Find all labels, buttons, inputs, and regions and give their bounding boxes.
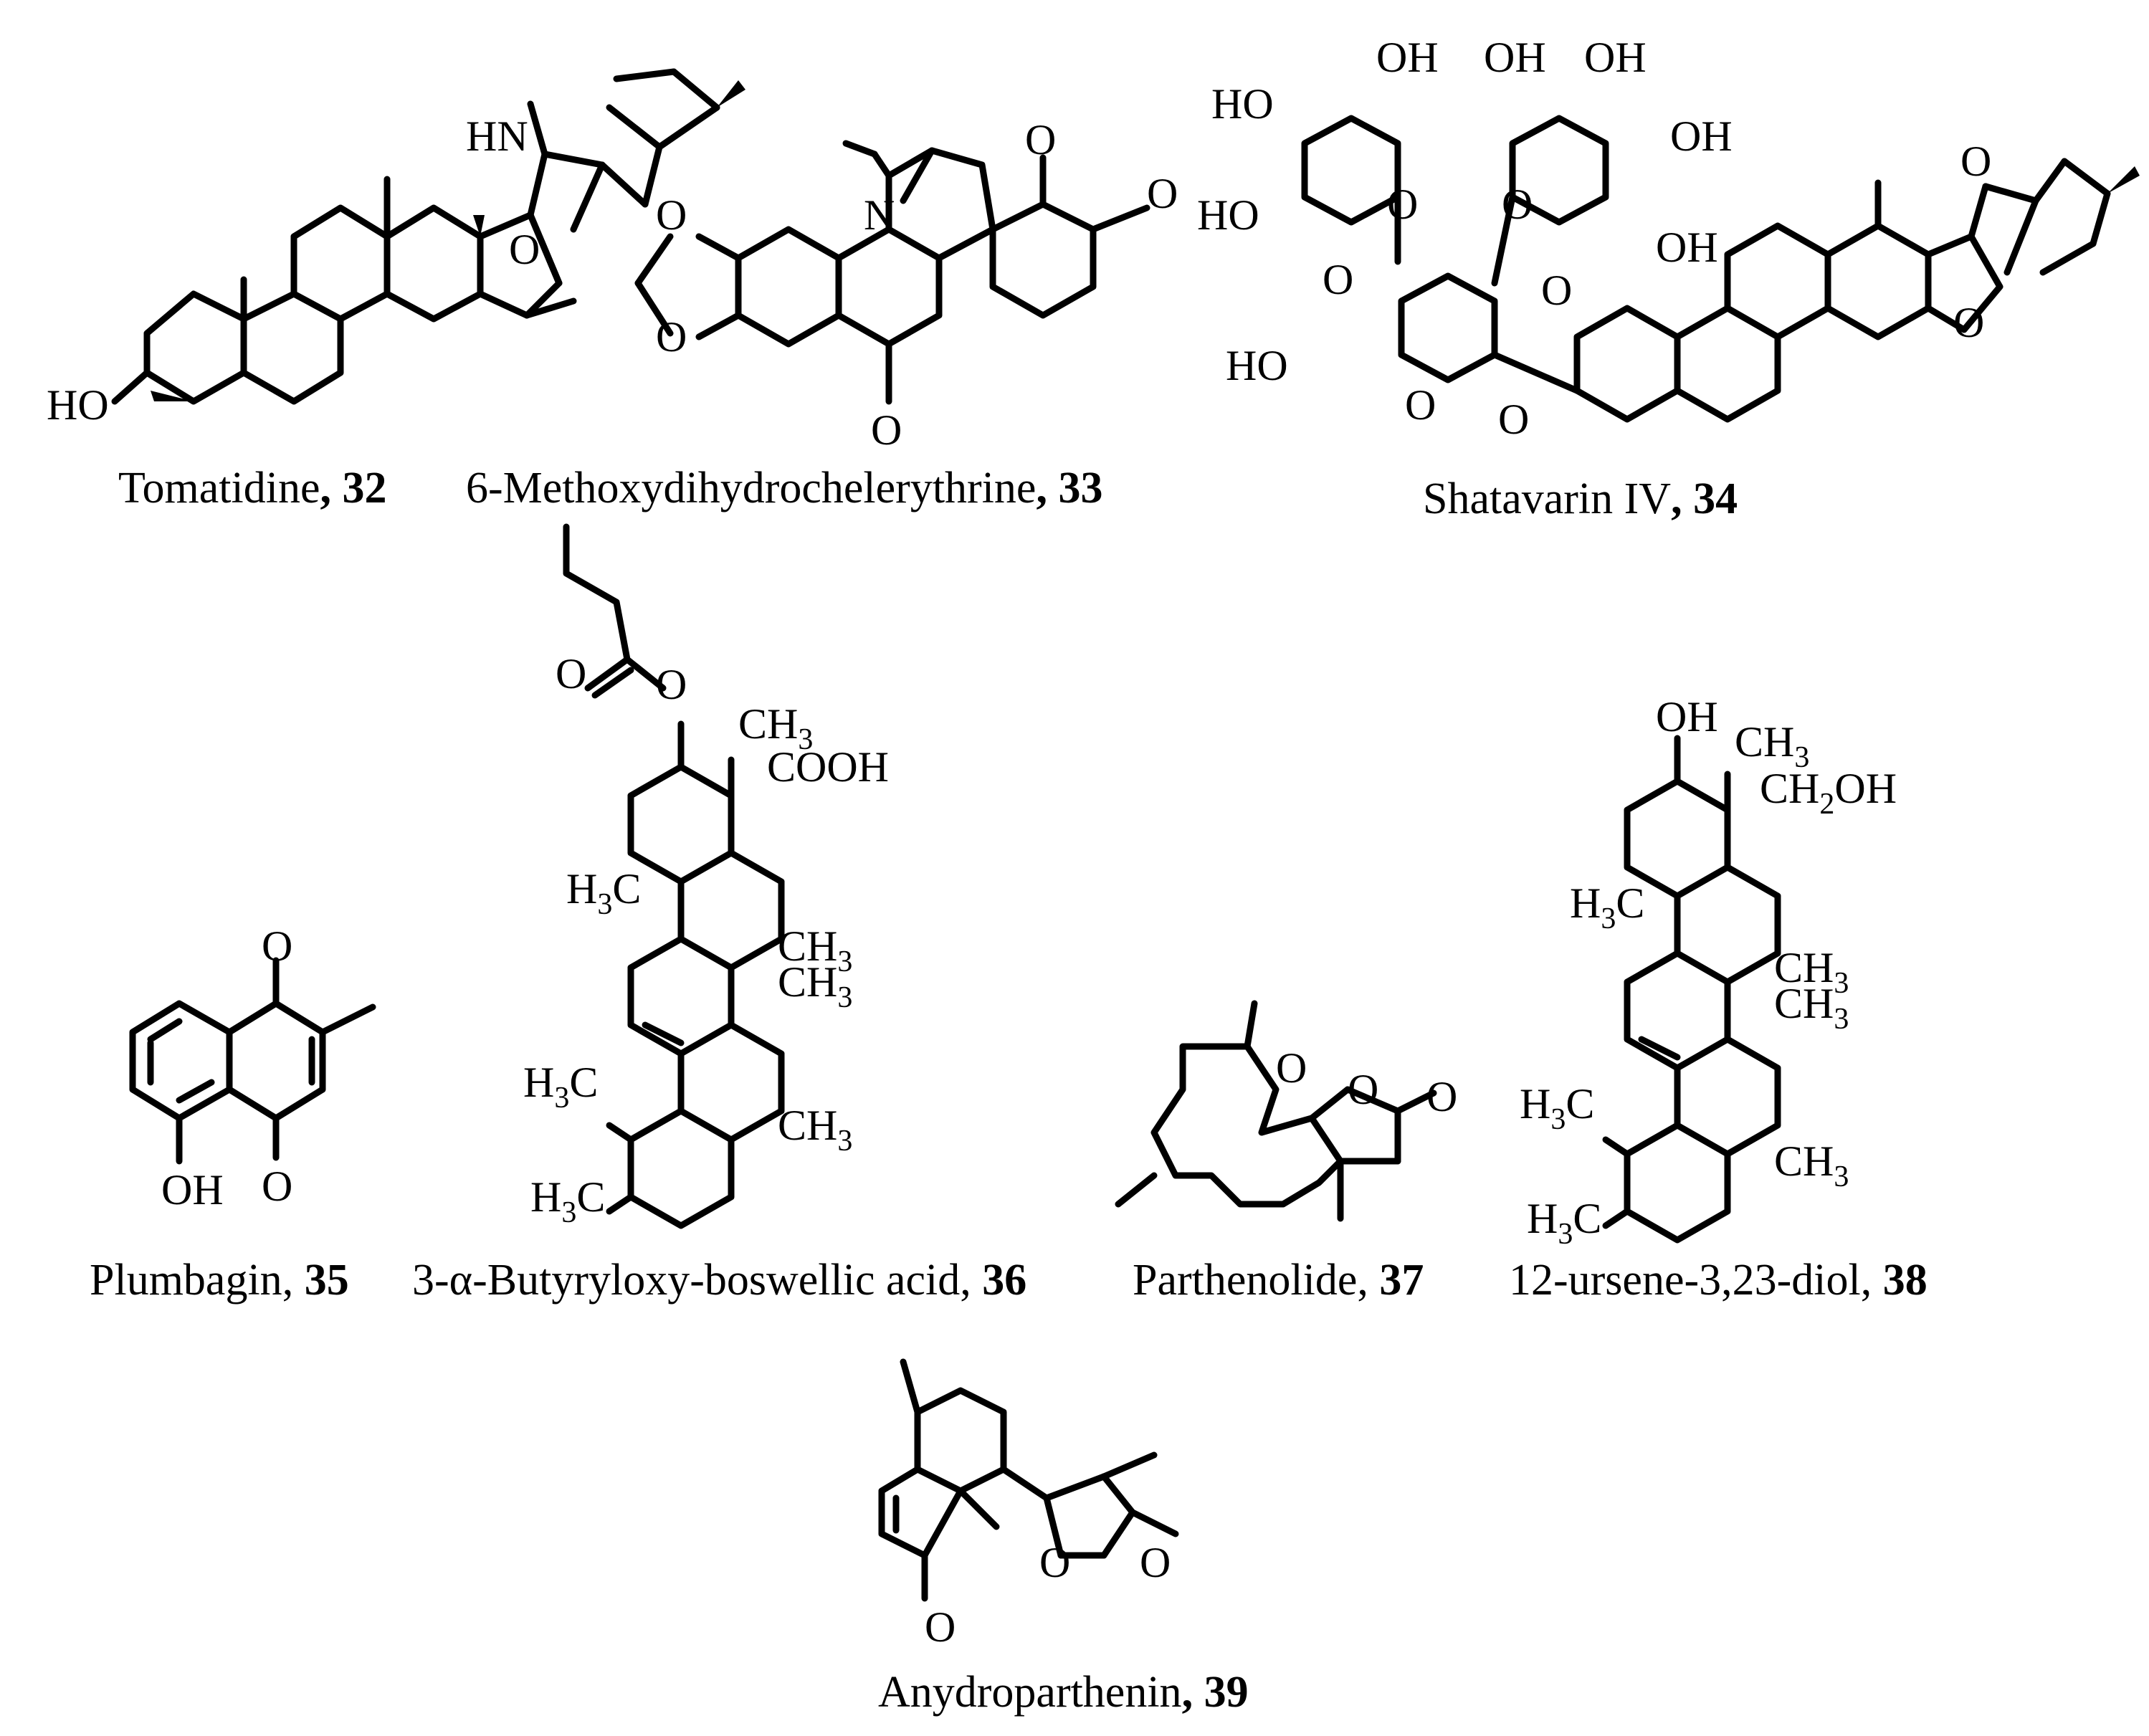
atom-34-o-r1: O [1387, 181, 1418, 228]
atom-32-hn: HN [466, 113, 528, 160]
atom-36-ch3-top: CH3 [738, 700, 813, 756]
atom-32-o: O [509, 226, 540, 273]
caption-38: 12-ursene-3,23-diol, 38 [1509, 1256, 1928, 1305]
atom-35-oh: OH [161, 1166, 224, 1213]
atom-38-h3c-lo1: H3C [1520, 1080, 1594, 1136]
caption-32: Tomatidine, 32 [118, 464, 387, 512]
caption-35: Plumbagin, 35 [90, 1256, 349, 1305]
atom-34-o-r2: O [1502, 181, 1533, 228]
atom-36-ch3-lo: CH3 [778, 1102, 852, 1158]
structure-37-parthenolide: O O O [1115, 1000, 1457, 1222]
atom-36-h3c-lo1: H3C [523, 1059, 598, 1115]
atom-33-o3: O [656, 191, 687, 239]
structure-38-ursene-diol: OH CH3 CH2OH H3C CH3 CH3 H3C CH3 H3C [1520, 693, 1897, 1251]
atom-34-o-r3: O [1405, 381, 1436, 429]
structure-35-plumbagin: O O OH [129, 922, 376, 1213]
atom-37-o-co: O [1426, 1073, 1457, 1120]
atom-36-o-carbonyl: O [556, 650, 586, 697]
atom-37-o-ring: O [1348, 1066, 1378, 1113]
atom-33-o4: O [656, 313, 687, 361]
caption-36: 3-α-Butyryloxy-boswellic acid, 36 [412, 1256, 1027, 1305]
atom-36-o-ester: O [656, 661, 687, 708]
atom-33-o5: O [871, 406, 902, 454]
atom-38-ch3-a: CH3 [1774, 944, 1849, 1000]
atom-38-ch2oh: CH2OH [1760, 765, 1897, 821]
atom-34-o-sp2: O [1960, 138, 1991, 185]
caption-37: Parthenolide, 37 [1133, 1256, 1424, 1305]
atom-36-cooh: COOH [767, 743, 889, 791]
atom-37-o-ep: O [1276, 1044, 1307, 1092]
atom-34-o-link1: O [1323, 256, 1353, 303]
atom-36-ch3-a: CH3 [778, 922, 852, 978]
atom-32-ho: HO [47, 381, 109, 429]
atom-38-oh: OH [1656, 693, 1718, 740]
atom-34-oh2: OH [1484, 34, 1546, 81]
caption-34: Shatavarin IV, 34 [1423, 474, 1738, 523]
atom-34-o-sp1: O [1953, 299, 1984, 346]
structure-34-shatavarin-iv: OH OH OH OH OH HO HO HO O O O O O O O O [1197, 34, 2140, 443]
atom-34-ho2: HO [1197, 191, 1259, 239]
atom-33-o1: O [1025, 116, 1056, 163]
structure-36-butyryloxy-boswellic-acid: O O CH3 COOH H3C CH3 CH3 H3C CH3 H3C [523, 523, 889, 1229]
atom-34-ho3: HO [1226, 342, 1288, 389]
atom-39-o-co1: O [1140, 1539, 1171, 1586]
caption-33: 6-Methoxydihydrochelerythrine, 33 [466, 464, 1103, 512]
atom-33-o2: O [1147, 170, 1178, 217]
atom-38-ch3-lo: CH3 [1774, 1138, 1849, 1193]
atom-33-n: N [864, 191, 895, 239]
atom-34-o-link3: O [1498, 396, 1529, 443]
atom-39-o-ring: O [1039, 1539, 1070, 1586]
structure-33-methoxydihydrochelerythrine: N O O O O O [634, 116, 1178, 454]
atom-36-ch3-b: CH3 [778, 958, 852, 1014]
caption-39: Anydroparthenin, 39 [878, 1668, 1249, 1717]
atom-34-oh4: OH [1670, 113, 1733, 160]
atom-38-ch3-top: CH3 [1735, 718, 1809, 774]
atom-35-o1: O [262, 922, 292, 970]
structure-39-anydroparthenin: O O O [878, 1358, 1179, 1651]
atom-34-o-link2: O [1541, 267, 1572, 314]
atom-36-h3c-lo2: H3C [530, 1173, 605, 1229]
atom-38-ch3-b: CH3 [1774, 980, 1849, 1036]
atom-35-o2: O [262, 1163, 292, 1210]
atom-34-ho1: HO [1211, 80, 1274, 128]
atom-34-oh1: OH [1376, 34, 1439, 81]
structure-32-tomatidine: HN O HO [47, 68, 745, 429]
atom-34-oh5: OH [1656, 224, 1718, 271]
atom-39-o-co2: O [925, 1603, 956, 1651]
atom-34-oh3: OH [1584, 34, 1647, 81]
atom-38-h3c-lo2: H3C [1527, 1195, 1601, 1251]
atom-38-h3c-mid: H3C [1570, 879, 1644, 935]
atom-36-h3c-mid: H3C [566, 865, 641, 921]
